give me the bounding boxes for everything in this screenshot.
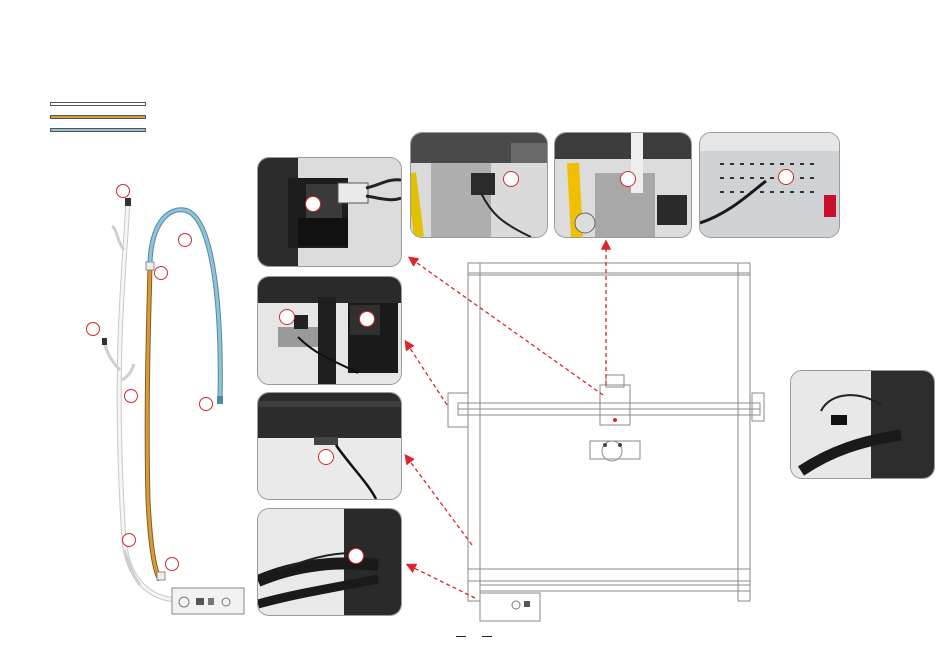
- photo-laser-module-left: [410, 132, 548, 238]
- cable-harness-illustration: [80, 180, 260, 620]
- marker-photo-x-motor: [359, 311, 375, 327]
- marker-photo-limit-switch: [279, 309, 295, 325]
- marker-harness-6: [199, 397, 213, 411]
- legend-orange-cable: [50, 115, 146, 119]
- marker-harness-1: [116, 184, 130, 198]
- marker-harness-2: [178, 233, 192, 247]
- engraver-frame: [440, 255, 770, 625]
- photo-y-motor-connector: [257, 157, 402, 267]
- marker-photo-rail-switch: [318, 449, 334, 465]
- marker-harness-5: [124, 389, 138, 403]
- legend-white-cable: [50, 102, 146, 106]
- marker-photo-cable-bundle: [348, 548, 364, 564]
- marker-harness-7: [122, 533, 136, 547]
- marker-harness-4: [86, 322, 100, 336]
- page-indicator-left: [456, 636, 466, 637]
- legend-blue-cable: [50, 128, 146, 132]
- marker-harness-8: [165, 557, 179, 571]
- photo-control-box-port: [699, 132, 840, 238]
- photo-x-motor-limit-switch: [257, 276, 402, 385]
- marker-photo-laser-right: [620, 171, 636, 187]
- marker-harness-3: [154, 266, 168, 280]
- marker-photo-control-box: [778, 169, 794, 185]
- photo-rail-limit-switch: [257, 392, 402, 500]
- photo-controller-cable-bundle: [257, 508, 402, 616]
- marker-photo-y-motor: [305, 196, 321, 212]
- page-indicator-right: [482, 636, 492, 637]
- marker-photo-laser-left: [503, 171, 519, 187]
- photo-laser-head-cable-closeup: [790, 370, 935, 479]
